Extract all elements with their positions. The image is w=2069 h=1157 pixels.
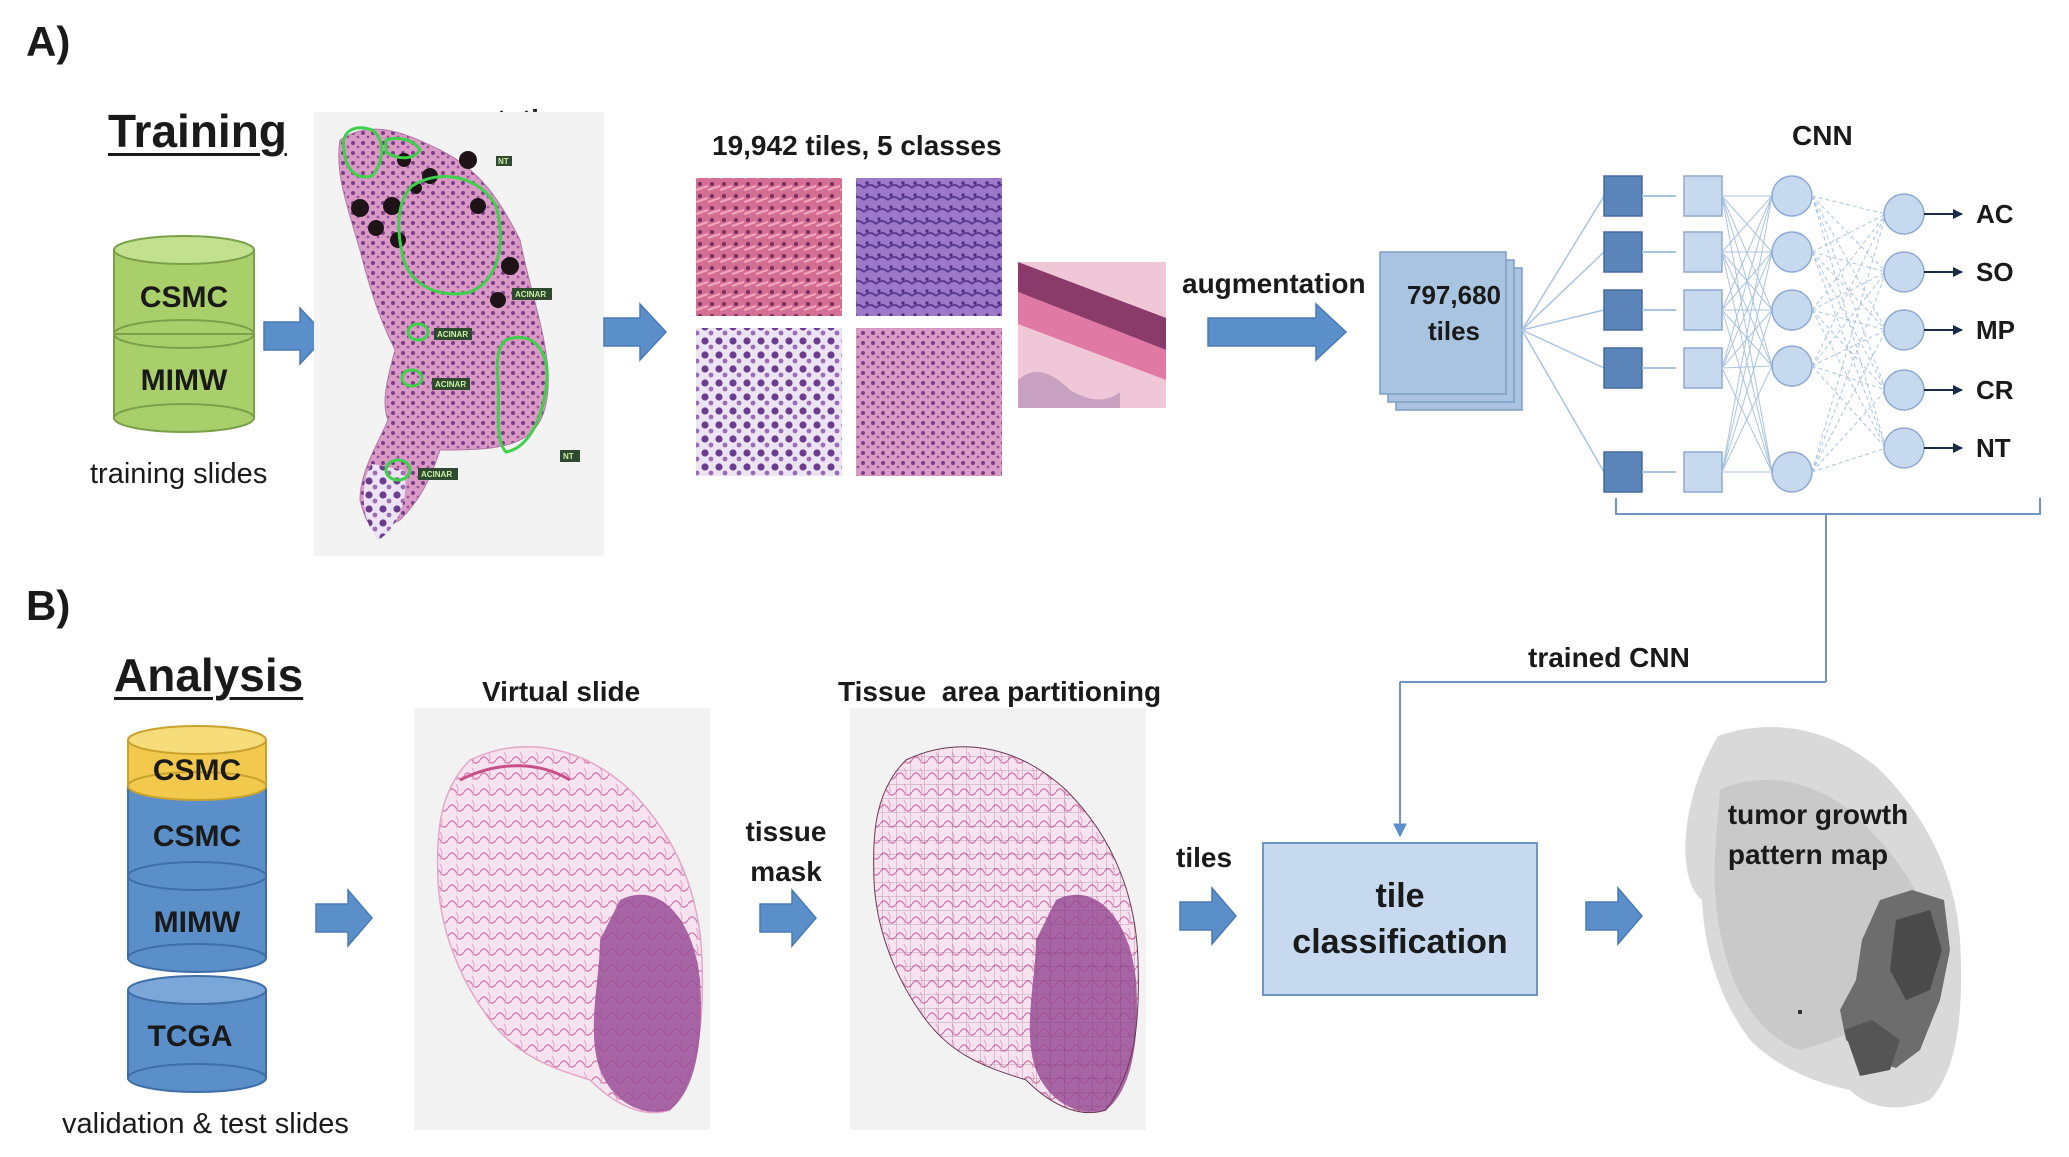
trained-cnn-connector — [1393, 498, 2041, 838]
classification-box-line2: classification — [1292, 923, 1508, 961]
arrow-icon — [263, 306, 328, 366]
cnn-diagram — [1521, 175, 1963, 493]
annotated-slide-image: NT ACINAR ACINAR ACINAR ACINAR NT — [314, 112, 604, 556]
arrow-icon — [603, 302, 668, 362]
cylinder-label: CSMC — [140, 281, 228, 314]
tile-image — [1018, 262, 1166, 408]
cylinder-label: MIMW — [141, 364, 228, 397]
class-labels: AC SO MP CR NT — [1976, 199, 2015, 463]
cylinder-mimw-training — [113, 333, 255, 433]
growth-pattern-map-image — [1685, 727, 1962, 1108]
classification-box-line1: tile — [1375, 877, 1425, 915]
validation-slides-caption: validation & test slides — [62, 1108, 349, 1140]
tiles-label: tiles — [1176, 842, 1233, 873]
virtual-slide-image — [414, 708, 710, 1130]
class-label: SO — [1976, 257, 2014, 287]
partition-label: Tissue area partitioning — [838, 676, 1162, 707]
tile-stack-count: 797,680 — [1407, 280, 1501, 310]
analysis-db-cylinders — [127, 725, 267, 1093]
section-b-letter: B) — [26, 582, 71, 629]
analysis-heading: Analysis — [114, 649, 304, 701]
map-label-line2: pattern map — [1728, 839, 1888, 870]
training-db-cylinders — [113, 235, 255, 433]
cylinder-csmc-highlight — [127, 725, 267, 801]
slide-tag: ACINAR — [435, 380, 466, 389]
arrow-icon — [315, 887, 373, 949]
augmentation-label: augmentation — [1182, 268, 1366, 299]
section-a-letter: A) — [26, 18, 71, 65]
map-label-line1: tumor growth — [1728, 799, 1908, 830]
tile-image — [696, 178, 842, 316]
tile-image — [696, 328, 842, 476]
cylinder-label: TCGA — [148, 1020, 233, 1053]
cylinder-tcga — [127, 975, 267, 1093]
training-slides-caption: training slides — [90, 458, 268, 490]
slide-tag: ACINAR — [515, 290, 546, 299]
class-label: AC — [1976, 199, 2014, 229]
tiles-classes-label: 19,942 tiles, 5 classes — [712, 130, 1002, 161]
tile-classification-box: tile classification — [1262, 842, 1538, 996]
tile-stack-unit: tiles — [1428, 316, 1480, 346]
arrow-icon — [1179, 885, 1237, 947]
class-label: MP — [1976, 315, 2015, 345]
training-heading: Training — [108, 105, 287, 157]
slide-tag: ACINAR — [437, 330, 468, 339]
cylinder-label: CSMC — [153, 820, 241, 853]
tile-image — [856, 178, 1002, 316]
partitioned-slide-image — [850, 708, 1146, 1130]
arrow-icon — [759, 887, 817, 949]
class-label: NT — [1976, 433, 2011, 463]
slide-annotation-tags — [418, 156, 580, 480]
slide-tag: ACINAR — [421, 470, 452, 479]
cylinder-label: CSMC — [153, 754, 241, 787]
virtual-slide-label: Virtual slide — [482, 676, 641, 707]
cnn-label: CNN — [1792, 120, 1853, 151]
tile-image — [856, 328, 1002, 476]
example-tiles — [696, 178, 1166, 476]
tile-stack — [1379, 251, 1523, 411]
tissue-mask-label-line2: mask — [750, 856, 822, 887]
class-label: CR — [1976, 375, 2014, 405]
arrow-icon — [1585, 885, 1643, 947]
cylinder-label: MIMW — [154, 906, 241, 939]
trained-cnn-label: trained CNN — [1528, 642, 1690, 673]
tissue-mask-label-line1: tissue — [745, 816, 827, 847]
slide-tag: NT — [563, 452, 574, 461]
slide-tag: NT — [498, 157, 509, 166]
arrow-icon — [1207, 302, 1348, 362]
